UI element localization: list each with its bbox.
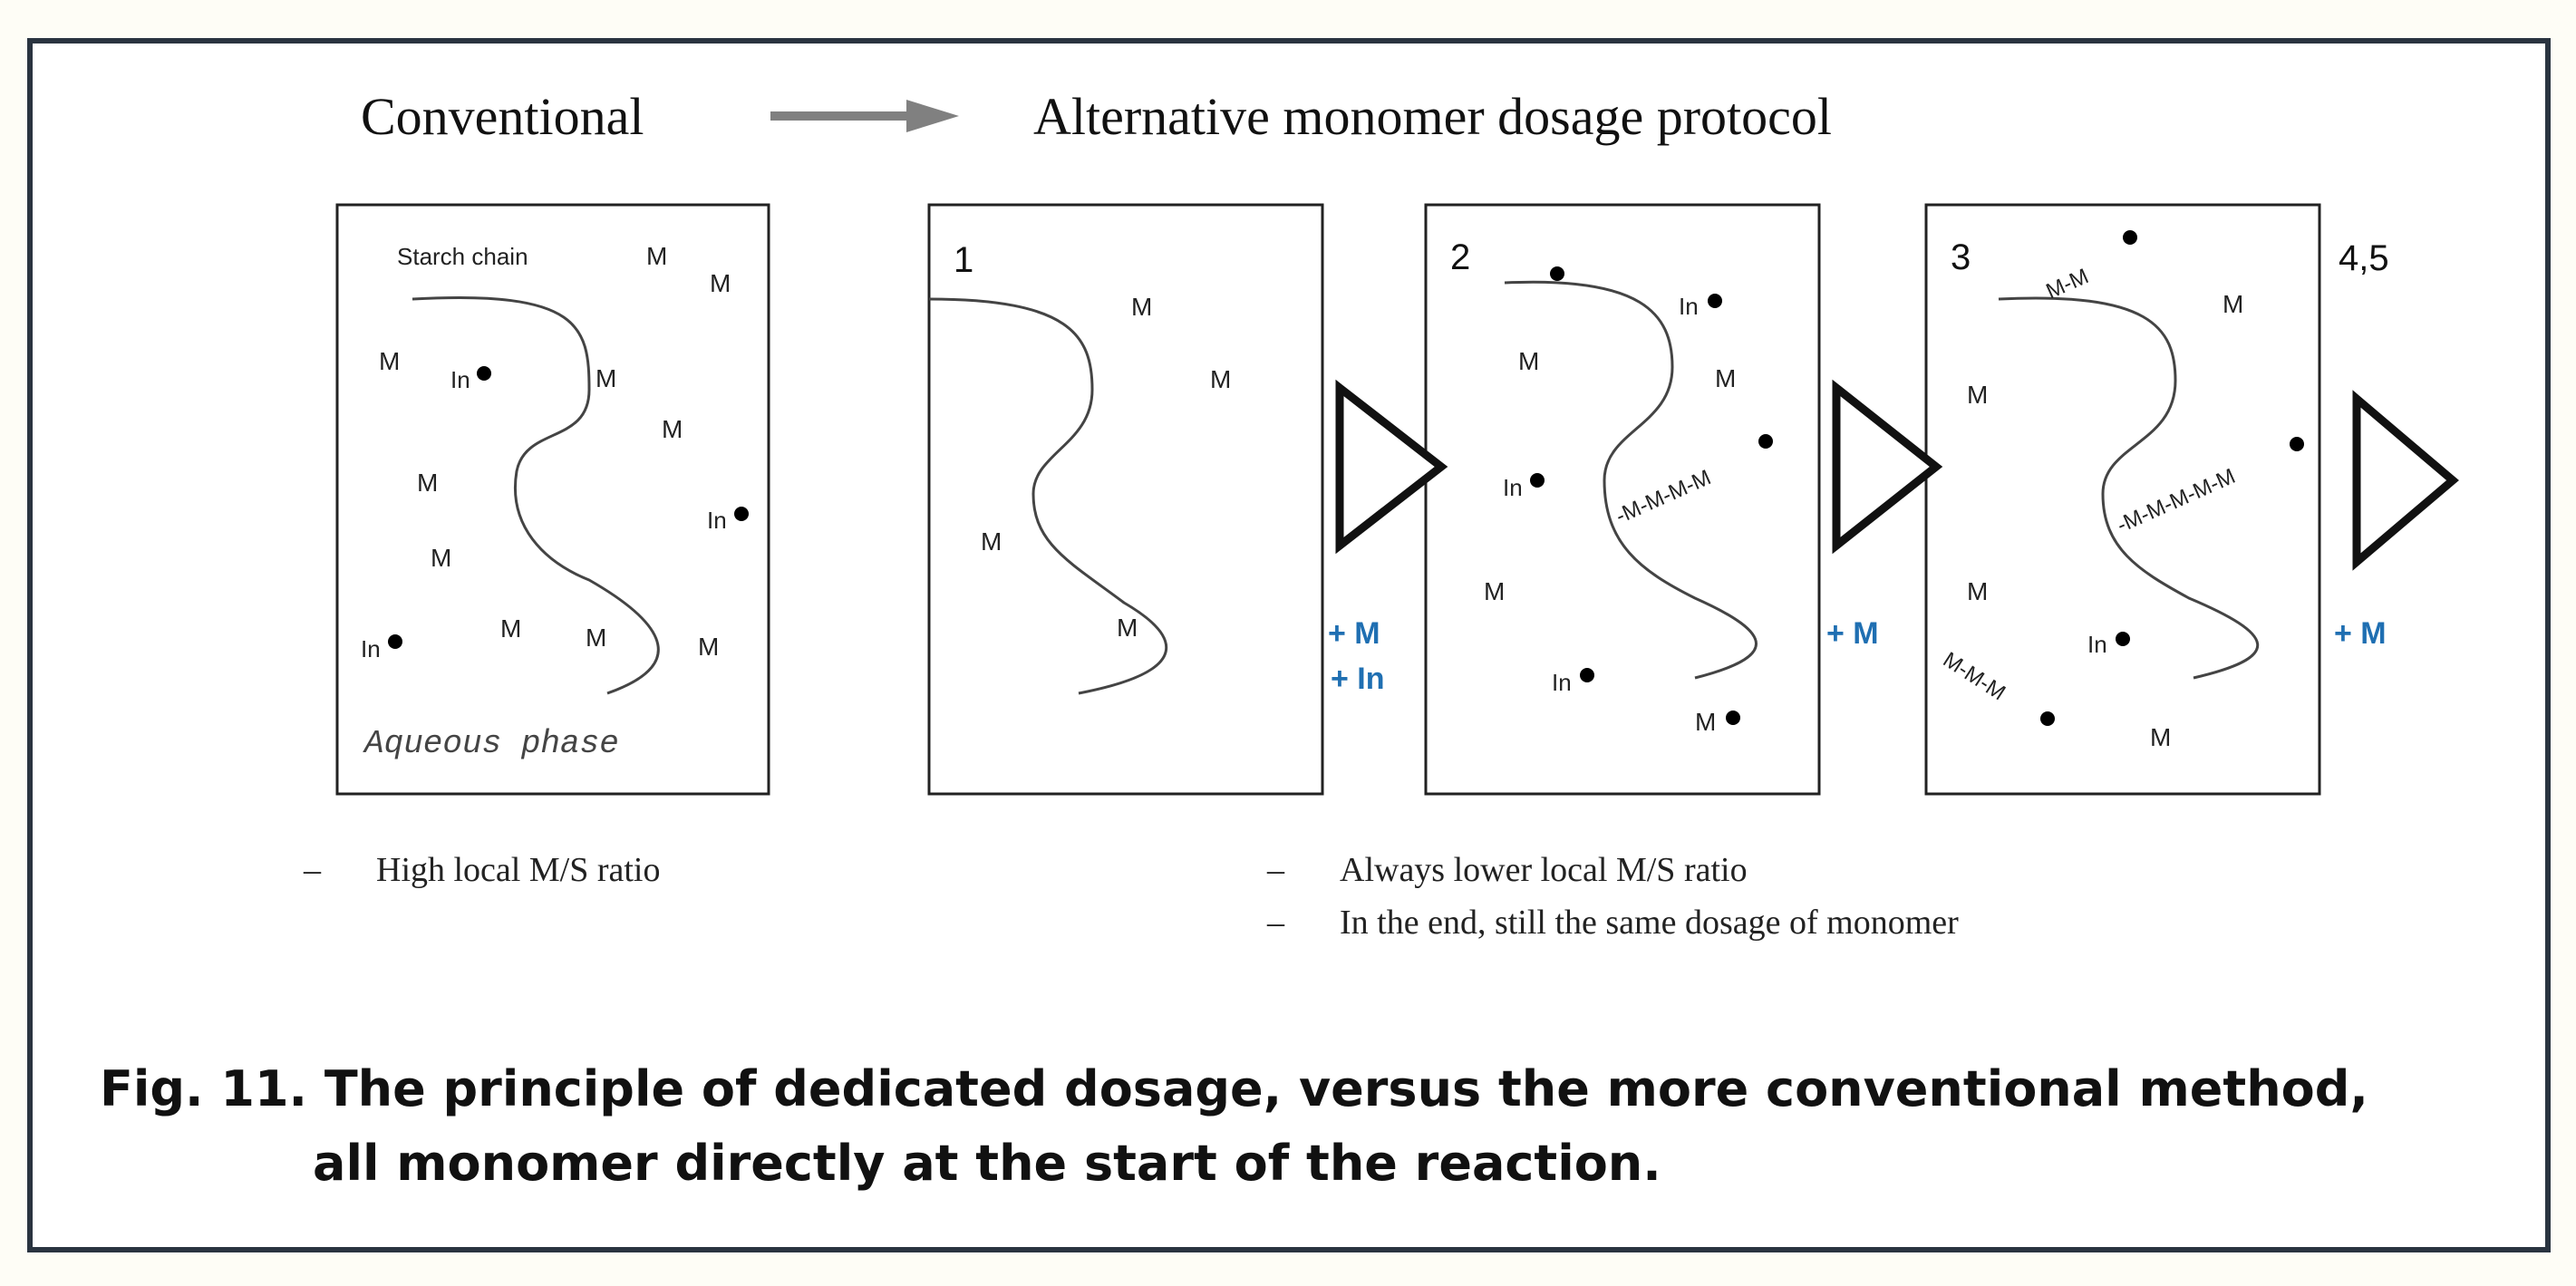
monomer: M xyxy=(1715,364,1736,392)
figure-caption-line-1: Fig. 11. The principle of dedicated dosa… xyxy=(100,1060,2368,1117)
note-dash: – xyxy=(1266,904,1285,942)
monomer: M xyxy=(2223,290,2243,318)
initiator: In xyxy=(1679,293,1699,320)
initiator: In xyxy=(450,366,470,393)
conventional-initiators: In In In xyxy=(361,366,749,662)
panel-step-3 xyxy=(1924,203,2321,796)
starch-chain-conventional xyxy=(412,295,660,695)
panel-step-2 xyxy=(1424,203,1821,796)
starch-chain-step-2 xyxy=(1504,280,1758,680)
note-dash: – xyxy=(303,851,322,889)
monomer: M xyxy=(710,269,731,297)
step-3-monomers: M M M M xyxy=(1967,290,2243,751)
monomer: M xyxy=(698,633,719,661)
step-triangle-2 xyxy=(1832,379,1943,555)
step-2-number: 2 xyxy=(1450,237,1470,277)
monomer: M xyxy=(500,614,521,643)
conventional-monomers: M M M M M M M M M M xyxy=(379,242,731,661)
addition-label: + M xyxy=(1328,616,1380,651)
header-conventional: Conventional xyxy=(361,87,644,146)
monomer-radical xyxy=(1726,711,1740,725)
step-3-number: 3 xyxy=(1951,237,1971,277)
monomer: M xyxy=(431,544,451,572)
chain-radical xyxy=(2290,437,2304,451)
monomer: M xyxy=(596,364,616,392)
step-triangle-1 xyxy=(1335,379,1448,555)
addition-label: + M xyxy=(1826,616,1879,651)
starch-chain-label: Starch chain xyxy=(397,243,528,270)
note-alternative: In the end, still the same dosage of mon… xyxy=(1340,904,1959,942)
initiator: In xyxy=(1503,474,1523,501)
monomer: M xyxy=(1967,577,1988,605)
aqueous-phase-label: Aqueous phase xyxy=(363,725,619,762)
additions: + M + In + M + M xyxy=(1328,616,2387,696)
monomer: M xyxy=(379,347,400,375)
notes: – High local M/S ratio – Always lower lo… xyxy=(303,851,1959,942)
monomer: M xyxy=(981,527,1002,556)
figure-caption-line-2: all monomer directly at the start of the… xyxy=(313,1135,1661,1192)
panel-conventional xyxy=(335,203,770,796)
step-2-monomers: M M M xyxy=(1484,347,1736,605)
chain-radical xyxy=(1550,266,1564,281)
monomer: M xyxy=(1695,708,1716,736)
initiator-radical xyxy=(2116,632,2130,646)
addition-label: + In xyxy=(1331,662,1385,696)
monomer: M xyxy=(646,242,667,270)
step-45-number: 4,5 xyxy=(2339,238,2389,278)
note-conventional: High local M/S ratio xyxy=(376,851,660,889)
chain-radical xyxy=(1758,434,1773,449)
initiator: In xyxy=(1552,669,1572,696)
initiator: In xyxy=(361,635,381,662)
step-2-initiators: In In In xyxy=(1503,293,1722,696)
initiator: In xyxy=(2087,631,2107,658)
chain-radical xyxy=(2040,711,2055,726)
starch-chain-step-1 xyxy=(928,297,1168,695)
monomer: M xyxy=(2150,723,2171,751)
monomer: M xyxy=(1484,577,1505,605)
step-triangle-3 xyxy=(2352,390,2459,571)
monomer: M xyxy=(1210,365,1231,393)
panel-step-1 xyxy=(927,203,1324,796)
addition-label: + M xyxy=(2334,616,2387,651)
monomer: M xyxy=(586,624,606,652)
starch-chain-step-3 xyxy=(1998,296,2260,680)
monomer: M xyxy=(417,469,438,497)
step-1-number: 1 xyxy=(954,240,973,280)
monomer: M xyxy=(1131,293,1152,321)
monomer: M xyxy=(1117,614,1138,642)
monomer: M xyxy=(662,415,683,443)
header-arrow xyxy=(770,100,959,132)
step-1-monomers: M M M M xyxy=(981,293,1231,642)
header-alternative: Alternative monomer dosage protocol xyxy=(1033,87,1832,146)
chain-radical xyxy=(2123,230,2137,245)
monomer: M xyxy=(1518,347,1539,375)
note-dash: – xyxy=(1266,851,1285,889)
monomer: M xyxy=(1967,381,1988,409)
note-alternative: Always lower local M/S ratio xyxy=(1340,851,1748,889)
initiator: In xyxy=(707,507,727,534)
